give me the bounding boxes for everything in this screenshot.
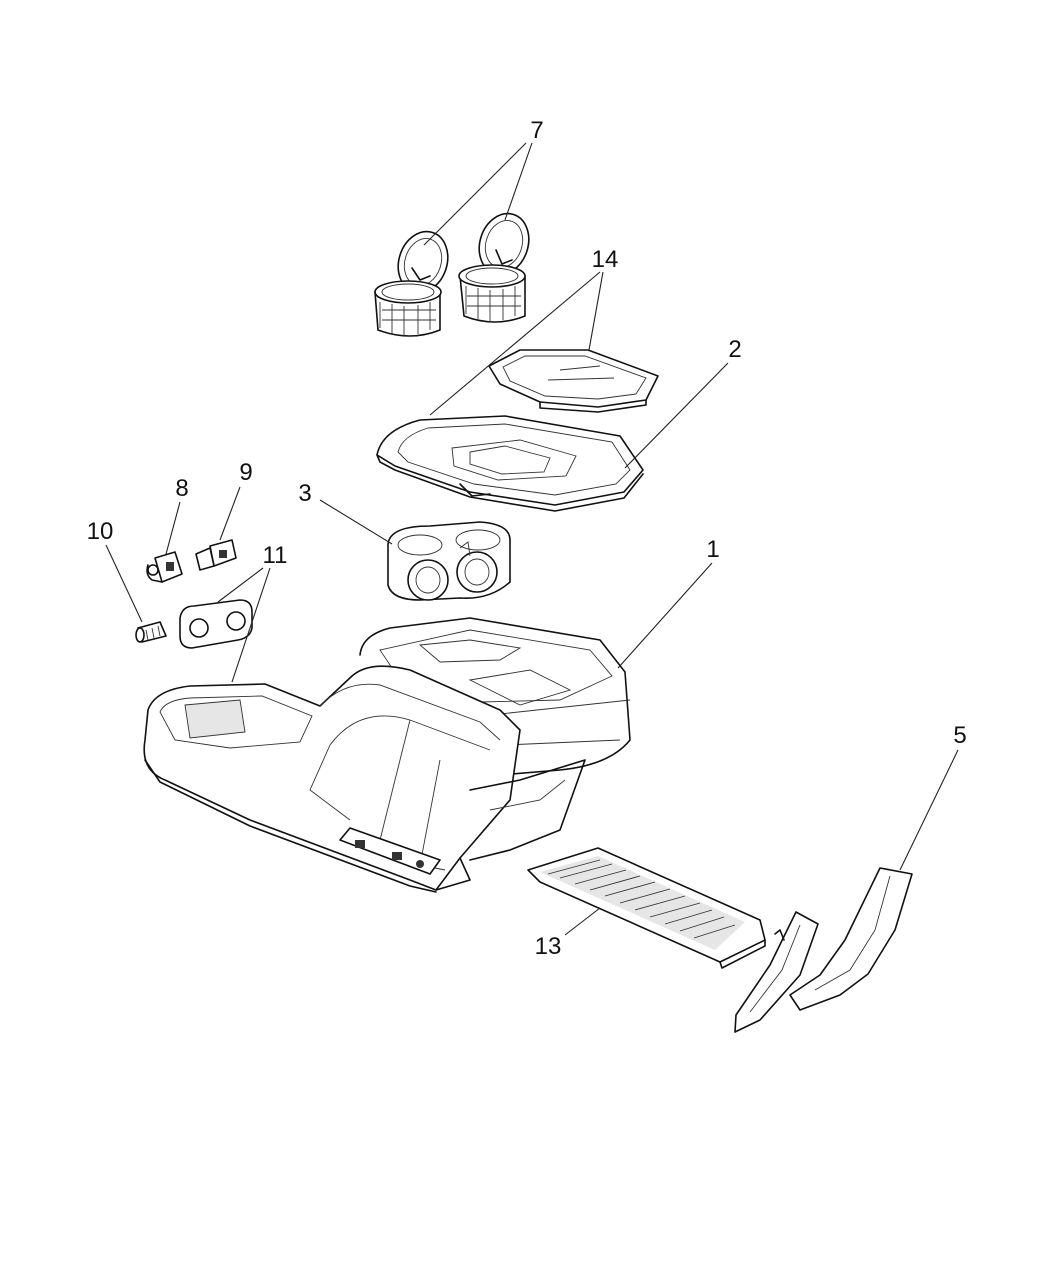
callout-14: 14	[592, 246, 619, 273]
part-11-port-bezel	[179, 599, 253, 649]
part-8-usb-port	[146, 551, 183, 583]
callout-11: 11	[263, 542, 288, 569]
cup-lid-left	[374, 230, 449, 337]
callout-7: 7	[530, 117, 543, 144]
part-13-storage-tray-mat	[527, 847, 766, 969]
leader-lines	[105, 142, 959, 936]
callout-2: 2	[728, 336, 741, 363]
part-9-aux-port	[195, 539, 237, 571]
callout-10: 10	[87, 518, 114, 545]
part-1-center-console	[143, 617, 631, 893]
callout-labels: 7 14 2 3 8 9 10 11 1 5 13	[87, 117, 967, 960]
callout-1: 1	[706, 536, 719, 563]
part-14-tray-liner-small	[488, 349, 659, 413]
callout-9: 9	[239, 459, 252, 486]
part-5-side-trim	[734, 867, 913, 1033]
part-10-power-outlet	[135, 621, 167, 643]
part-7-cup-holder-lids	[374, 212, 530, 337]
callout-8: 8	[175, 475, 188, 502]
callout-5: 5	[953, 722, 966, 749]
part-2-upper-bezel	[376, 415, 644, 512]
part-3-cup-holder-insert	[387, 521, 511, 601]
callout-13: 13	[535, 933, 562, 960]
cup-lid-right	[458, 212, 530, 323]
callout-3: 3	[298, 480, 311, 507]
